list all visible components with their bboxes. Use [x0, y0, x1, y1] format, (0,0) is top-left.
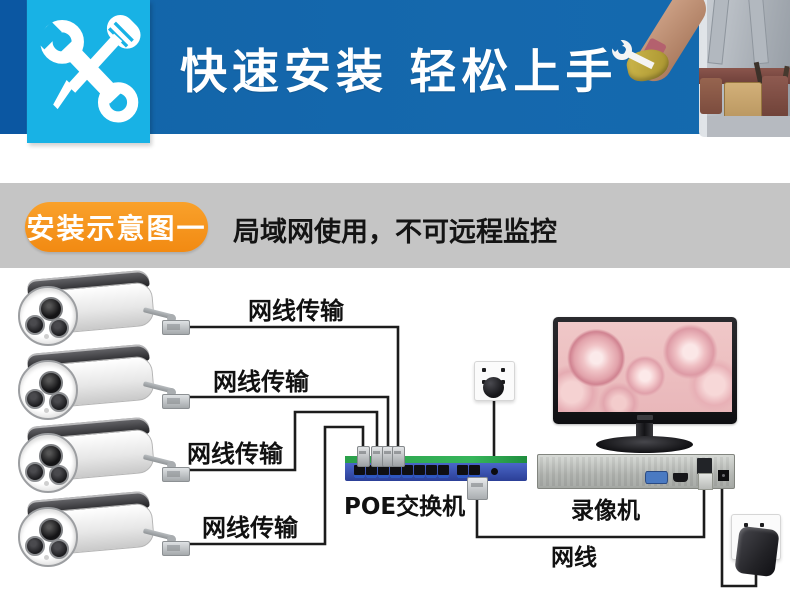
rj45-connector	[162, 541, 190, 556]
camera-lens-face	[18, 286, 78, 346]
wrench-screwdriver-icon	[34, 15, 141, 123]
status-led	[44, 408, 49, 413]
ir-led-icon	[49, 465, 69, 485]
pigtail-joint	[167, 388, 176, 397]
status-led	[44, 481, 49, 486]
tools-icon-tile	[27, 0, 150, 143]
worker-pants	[707, 116, 790, 137]
rj45-port	[390, 465, 401, 478]
banner-left-edge	[0, 0, 26, 134]
camera-3	[16, 416, 190, 495]
rj45-connector	[162, 467, 190, 482]
camera-lens-face	[18, 360, 78, 420]
worker-photo-clip	[699, 0, 790, 137]
cable-label-1: 网线传输	[248, 297, 344, 325]
net-cable-label: 网线	[551, 545, 597, 571]
heading-rest: 不可远程监控	[395, 217, 557, 248]
camera-1	[16, 269, 190, 348]
monitor-stand-base	[596, 436, 693, 453]
pigtail-joint	[167, 461, 176, 470]
vga-port	[645, 471, 668, 484]
ir-led-icon	[49, 392, 69, 412]
nvr-recorder	[537, 454, 735, 490]
section-heading: 局域网使用，不可远程监控	[233, 210, 557, 249]
rj45-port	[378, 465, 389, 478]
recorder-label: 录像机	[571, 498, 640, 524]
switch-top-plug	[357, 446, 370, 467]
recorder-power-jack	[718, 470, 729, 481]
ir-led-icon	[49, 539, 69, 559]
rj45-port	[366, 465, 377, 478]
socket-hole	[744, 523, 748, 527]
rj45-port	[354, 465, 365, 478]
power-plug	[483, 377, 504, 398]
socket-hole	[501, 380, 505, 384]
monitor-screen-roses	[558, 322, 732, 412]
camera-2	[16, 343, 190, 422]
hdmi-port	[673, 473, 688, 482]
ir-led-icon	[25, 536, 45, 556]
rj45-port	[402, 465, 413, 478]
socket-hole	[760, 523, 764, 527]
switch-drop-connector	[467, 477, 488, 500]
ir-led-icon	[25, 315, 45, 335]
switch-top-strip	[345, 456, 527, 463]
worker-photo	[611, 0, 790, 137]
rj45-connector	[162, 394, 190, 409]
recorder-rj45-plug	[698, 473, 713, 490]
section-badge: 安装示意图一	[25, 202, 208, 252]
power-inlet	[491, 468, 498, 475]
pigtail-joint	[167, 535, 176, 544]
monitor	[553, 317, 737, 424]
status-led	[44, 555, 49, 560]
socket-hole	[482, 368, 486, 372]
ir-led-icon	[25, 389, 45, 409]
ir-led-icon	[49, 318, 69, 338]
switch-label: POE交换机	[344, 494, 466, 520]
rj45-uplink-port	[469, 465, 480, 478]
rj45-port	[438, 465, 449, 478]
socket-hole	[501, 368, 505, 372]
switch-top-plug	[392, 446, 405, 467]
belt-pouch	[700, 78, 722, 114]
banner-title: 快速安装 轻松上手	[180, 45, 618, 100]
rj45-connector	[162, 320, 190, 335]
heading-strong: 局域网使用，	[233, 217, 395, 248]
monitor-stand-neck	[636, 423, 653, 439]
switch-body	[345, 463, 527, 481]
rj45-uplink-port	[457, 465, 468, 478]
camera-lens-face	[18, 433, 78, 493]
status-led	[44, 334, 49, 339]
ir-led-icon	[25, 462, 45, 482]
monitor-logo	[637, 415, 653, 420]
camera-4	[16, 490, 190, 569]
recorder-rj45-port	[697, 458, 712, 474]
pigtail-joint	[167, 314, 176, 323]
poe-switch	[345, 446, 527, 481]
rj45-port	[426, 465, 437, 478]
rj45-port	[414, 465, 425, 478]
cable-label-2: 网线传输	[213, 368, 309, 396]
power-adapter	[734, 525, 780, 578]
wall-outlet	[474, 361, 515, 401]
hand-wrench-icon	[611, 40, 655, 70]
camera-lens-face	[18, 507, 78, 567]
belt-pouch	[762, 76, 788, 118]
cable-label-3: 网线传输	[187, 440, 283, 468]
cable-label-4: 网线传输	[202, 514, 298, 542]
section-header-bar: 安装示意图一 局域网使用，不可远程监控	[0, 183, 790, 268]
